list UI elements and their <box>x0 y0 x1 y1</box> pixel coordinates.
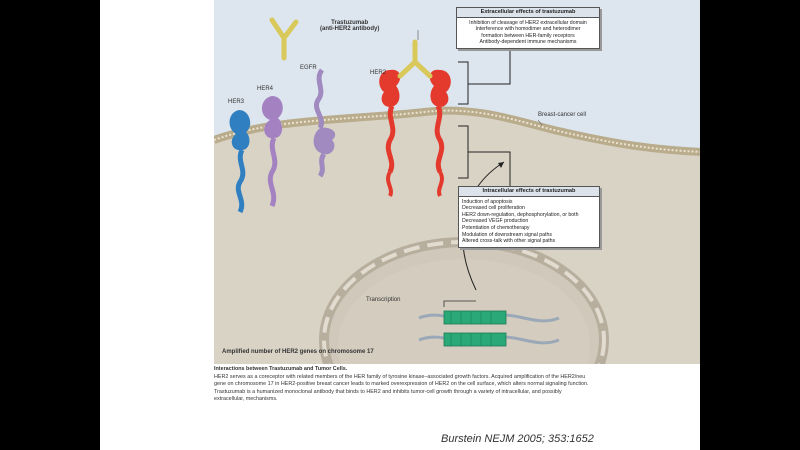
trastuzumab-label: Trastuzumab (anti-HER2 antibody) <box>320 20 380 32</box>
her2-label: HER2 <box>370 70 387 76</box>
figure-caption: Interactions between Trastuzumab and Tum… <box>214 366 592 404</box>
list-item: Decreased VEGF production <box>462 218 529 225</box>
intracellular-effects-list: Induction of apoptosis Decreased cell pr… <box>459 197 599 247</box>
list-item: Modulation of downstream signal paths <box>462 231 552 238</box>
list-item: Decreased cell proliferation <box>462 205 525 212</box>
list-item: Antibody-dependent immune mechanisms <box>479 39 577 46</box>
bound-trastuzumab-antibody <box>397 39 433 79</box>
her2-gene-copy-1 <box>443 310 507 325</box>
her2-receptor-right <box>429 69 451 197</box>
amplified-genes-label: Amplified number of HER2 genes on chromo… <box>222 349 374 355</box>
her4-receptor <box>261 96 283 207</box>
list-item: HER2 down-regulation, dephosphorylation,… <box>462 211 579 218</box>
list-item: Potentiation of chemotherapy <box>462 224 530 231</box>
extracellular-effects-title: Extracellular effects of trastuzumab <box>457 8 599 18</box>
list-item: Induction of apoptosis <box>462 198 513 205</box>
caption-title: Interactions between Trastuzumab and Tum… <box>214 366 348 372</box>
citation: Burstein NEJM 2005; 353:1652 <box>441 433 594 445</box>
list-item: Altered cross-talk with other signal pat… <box>462 238 556 245</box>
intracellular-effects-title: Intracellular effects of trastuzumab <box>459 187 599 197</box>
caption-body: HER2 serves as a coreceptor with related… <box>214 373 589 403</box>
cell-pointer <box>537 119 543 126</box>
egfr-label: EGFR <box>300 65 317 71</box>
breast-cancer-cell-label: Breast-cancer cell <box>538 112 587 118</box>
cell-membrane <box>214 106 700 156</box>
free-trastuzumab-antibody <box>269 17 299 61</box>
transcription-label: Transcription <box>366 297 401 303</box>
her2-receptor-left <box>379 69 401 197</box>
her4-label: HER4 <box>257 86 274 92</box>
extracellular-effects-list: Inhibition of cleavage of HER2 extracell… <box>457 18 599 48</box>
list-item: formation between HER-family receptors <box>481 32 575 39</box>
list-item: Interference with homodimer and heterodi… <box>475 26 581 33</box>
her3-receptor <box>229 110 251 214</box>
diagram <box>214 0 700 364</box>
list-item: Inhibition of cleavage of HER2 extracell… <box>469 19 587 26</box>
egfr-receptor <box>313 68 336 178</box>
slide: Trastuzumab (anti-HER2 antibody) HER3 HE… <box>100 0 700 450</box>
transcription-bracket <box>443 300 476 307</box>
intracellular-effects-box: Intracellular effects of trastuzumab Ind… <box>458 186 600 248</box>
her2-gene-copy-2 <box>443 332 507 347</box>
her3-label: HER3 <box>228 99 245 105</box>
her2-gene-dna <box>418 300 560 347</box>
extracellular-effects-box: Extracellular effects of trastuzumab Inh… <box>456 7 600 49</box>
